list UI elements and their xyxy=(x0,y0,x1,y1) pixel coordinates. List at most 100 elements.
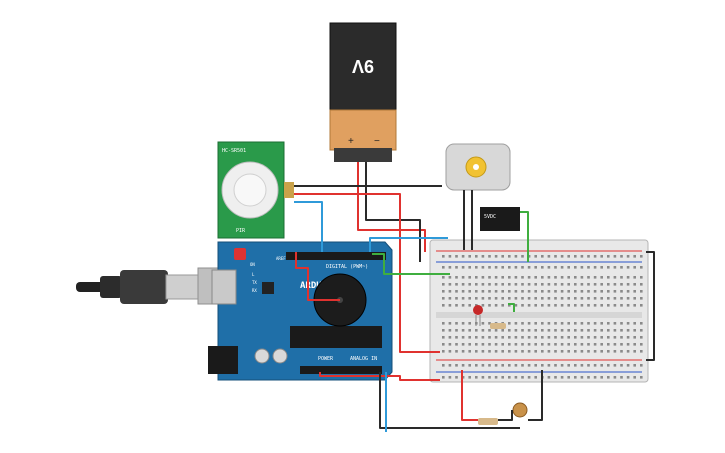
breadboard-hole xyxy=(488,376,491,379)
wire-ldr-red[interactable] xyxy=(461,370,478,421)
breadboard-hole xyxy=(554,290,557,293)
breadboard-hole xyxy=(448,364,452,367)
breadboard-hole xyxy=(620,376,623,379)
wire-battery-minus[interactable] xyxy=(365,162,421,262)
wire-rail-link[interactable] xyxy=(646,251,655,361)
breadboard-hole xyxy=(607,322,610,325)
breadboard-hole xyxy=(547,329,551,332)
breadboard-hole xyxy=(633,304,636,307)
breadboard-hole xyxy=(633,376,636,379)
breadboard-hole xyxy=(475,297,478,300)
breadboard-hole xyxy=(587,304,590,307)
breadboard-hole xyxy=(593,290,597,293)
breadboard-hole xyxy=(494,297,498,300)
wire-buzzer[interactable] xyxy=(295,252,340,301)
breadboard-hole xyxy=(508,255,511,258)
breadboard-hole xyxy=(574,290,577,293)
breadboard-hole xyxy=(508,329,511,332)
wire-ldr-black[interactable] xyxy=(498,410,513,421)
relay[interactable]: 5VDC xyxy=(480,207,520,231)
breadboard-hole xyxy=(541,350,544,353)
breadboard-hole xyxy=(442,376,445,379)
breadboard-hole xyxy=(461,255,465,258)
breadboard-hole xyxy=(640,266,643,269)
breadboard-hole xyxy=(580,266,584,269)
breadboard-hole xyxy=(613,336,617,339)
breadboard-hole xyxy=(468,376,471,379)
breadboard-hole xyxy=(448,283,452,286)
breadboard-hole xyxy=(461,304,465,307)
battery-minus: − xyxy=(374,136,380,147)
wire-relay-signal[interactable] xyxy=(369,237,448,252)
breadboard-hole xyxy=(534,329,537,332)
breadboard-hole xyxy=(475,376,478,379)
breadboard-hole xyxy=(521,350,524,353)
breadboard-hole xyxy=(580,255,584,258)
wire-ldr-return[interactable] xyxy=(528,370,543,421)
breadboard-hole xyxy=(527,304,531,307)
breadboard-hole xyxy=(626,276,630,279)
breadboard-hole xyxy=(640,304,643,307)
breadboard-hole xyxy=(488,336,491,339)
breadboard-hole xyxy=(600,255,603,258)
breadboard-hole xyxy=(607,350,610,353)
red-led[interactable] xyxy=(473,305,483,326)
breadboard-hole xyxy=(587,266,590,269)
breadboard-hole xyxy=(481,266,485,269)
pir-sensor[interactable]: HC-SR501 PIR xyxy=(217,141,294,239)
usb-port xyxy=(211,269,237,305)
breadboard-hole xyxy=(574,343,577,346)
resistor-led[interactable] xyxy=(490,323,506,329)
breadboard-hole xyxy=(580,276,584,279)
breadboard-hole xyxy=(521,266,524,269)
breadboard[interactable] xyxy=(429,239,649,383)
wire-pir-out[interactable] xyxy=(294,201,323,252)
usb-cable[interactable] xyxy=(76,267,233,305)
breadboard-hole xyxy=(488,283,491,286)
breadboard-hole xyxy=(448,322,452,325)
breadboard-hole xyxy=(461,350,465,353)
breadboard-hole xyxy=(613,266,617,269)
wire-digital-green[interactable] xyxy=(372,253,450,275)
breadboard-hole xyxy=(567,266,570,269)
breadboard-hole xyxy=(534,336,537,339)
wire-5v[interactable] xyxy=(319,372,440,381)
breadboard-hole xyxy=(527,322,531,325)
breadboard-hole xyxy=(468,266,471,269)
breadboard-hole xyxy=(567,276,570,279)
wire-battery-plus[interactable] xyxy=(357,162,426,252)
photoresistor[interactable] xyxy=(512,402,528,418)
breadboard-hole xyxy=(494,343,498,346)
breadboard-hole xyxy=(567,322,570,325)
breadboard-hole xyxy=(514,304,518,307)
breadboard-hole xyxy=(600,376,603,379)
breadboard-hole xyxy=(600,304,603,307)
breadboard-hole xyxy=(494,336,498,339)
wire-gnd-bottom[interactable] xyxy=(379,372,520,429)
wire-led-green[interactable] xyxy=(508,303,515,312)
battery-9v[interactable]: 9V + − xyxy=(329,22,397,162)
breadboard-hole xyxy=(567,290,570,293)
breadboard-hole xyxy=(534,350,537,353)
wire-relay-green[interactable] xyxy=(520,211,529,262)
breadboard-hole xyxy=(607,283,610,286)
breadboard-hole xyxy=(514,364,518,367)
arduino-uno[interactable]: DIGITAL (PWM~) ARDUINO POWER ANALOG IN A… xyxy=(208,241,393,381)
breadboard-hole xyxy=(488,255,491,258)
breadboard-hole xyxy=(567,304,570,307)
breadboard-hole xyxy=(554,329,557,332)
breadboard-hole xyxy=(600,336,603,339)
breadboard-hole xyxy=(600,283,603,286)
breadboard-hole xyxy=(455,290,458,293)
breadboard-hole xyxy=(613,364,617,367)
breadboard-hole xyxy=(587,283,590,286)
dc-motor[interactable] xyxy=(445,143,511,191)
breadboard-hole xyxy=(521,255,524,258)
breadboard-hole xyxy=(514,276,518,279)
breadboard-hole xyxy=(534,283,537,286)
breadboard-hole xyxy=(613,283,617,286)
resistor-ldr[interactable] xyxy=(478,418,498,425)
reset-button[interactable] xyxy=(234,248,246,260)
breadboard-hole xyxy=(607,276,610,279)
breadboard-hole xyxy=(541,290,544,293)
